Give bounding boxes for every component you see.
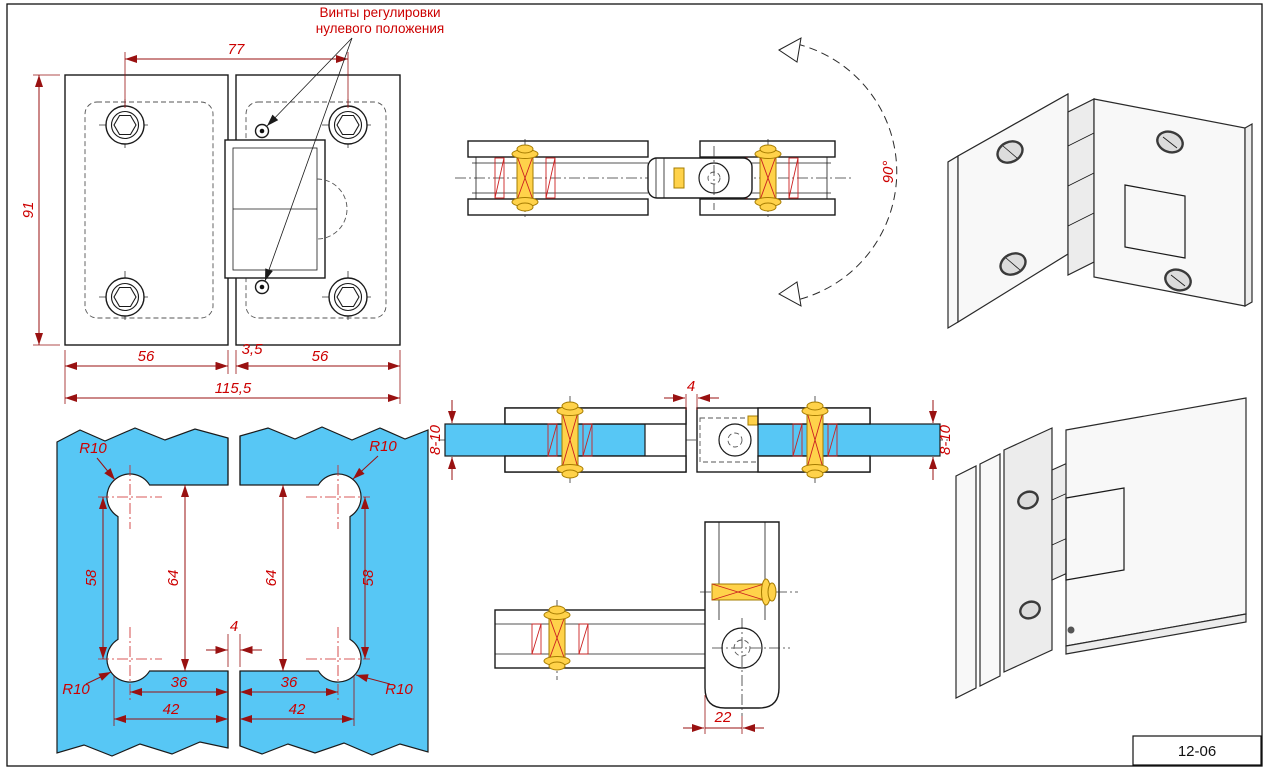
dim-91: 91 — [20, 74, 60, 346]
pivot-hole — [712, 618, 790, 716]
arc-arrow-bottom — [778, 281, 802, 307]
dim-77-text: 77 — [228, 41, 245, 58]
dim-gap4-section: 4 — [664, 378, 719, 410]
svg-text:8-10: 8-10 — [937, 424, 954, 455]
svg-text:4: 4 — [230, 618, 238, 635]
clamp-screw-left — [556, 396, 584, 484]
svg-text:36: 36 — [281, 674, 298, 691]
gasket-pads-left — [494, 157, 556, 199]
clamp-screw — [543, 600, 571, 680]
svg-text:58: 58 — [83, 569, 100, 586]
plan-view — [455, 139, 852, 217]
dim-115-5-text: 115,5 — [215, 380, 252, 397]
svg-text:42: 42 — [289, 701, 306, 718]
svg-text:R10: R10 — [385, 681, 413, 698]
annotation-callout: Винты регулировки нулевого положения — [264, 5, 444, 282]
dim-36-left: 36 — [130, 674, 228, 696]
title-block: 12-06 — [1132, 735, 1262, 766]
dim-77: 77 — [124, 41, 349, 108]
dim-56-right-text: 56 — [312, 348, 329, 365]
dim-42-left: 42 — [113, 676, 228, 726]
adjustment-screw-bottom — [254, 279, 270, 295]
svg-text:58: 58 — [360, 569, 377, 586]
pin-dot — [1067, 626, 1075, 634]
title-box — [1132, 735, 1262, 766]
dim-90deg-text: 90° — [880, 161, 897, 184]
iso-view-top — [947, 92, 1253, 330]
cutout-contour-right — [239, 436, 362, 746]
svg-text:R10: R10 — [79, 440, 107, 457]
dim-glass-right: 8-10 — [929, 400, 954, 480]
dim-glass-left: 8-10 — [427, 400, 456, 480]
gasket-pads — [531, 623, 589, 655]
svg-text:R10: R10 — [369, 438, 397, 455]
svg-text:8-10: 8-10 — [427, 424, 444, 455]
clamp-screw-right — [754, 139, 782, 217]
section-view: 8-10 8-10 4 — [427, 378, 954, 484]
glass-section-right — [757, 423, 941, 457]
front-view: 77 91 56 3,5 56 115,5 Винты регулировки … — [20, 5, 444, 404]
dim-bottom-row: 56 3,5 56 115,5 — [64, 341, 401, 404]
dim-r10-top-right: R10 — [352, 438, 397, 480]
dim-58-right: 58 — [360, 497, 377, 659]
iso-view-bottom — [955, 397, 1247, 699]
svg-text:4: 4 — [687, 378, 695, 395]
dim-91-text: 91 — [20, 202, 37, 219]
glass-template-view: R10 R10 R10 R10 58 64 64 58 — [56, 426, 429, 757]
arc-arrow-top — [778, 37, 802, 63]
hinge-body-profile — [704, 521, 780, 709]
glass-section-left — [444, 423, 646, 457]
side-view: 22 — [494, 521, 798, 734]
dim-42-right: 42 — [240, 676, 355, 726]
mounting-screws — [99, 99, 374, 323]
adjustment-screw-top — [254, 123, 270, 139]
dim-58-left: 58 — [83, 497, 107, 659]
dim-r10-bottom-right: R10 — [355, 674, 413, 698]
clamp-screw-right — [801, 396, 829, 484]
svg-text:22: 22 — [714, 709, 732, 726]
dim-3-5-text: 3,5 — [242, 341, 264, 358]
dim-56-left-text: 56 — [138, 348, 155, 365]
dim-64-left: 64 — [165, 485, 189, 671]
svg-text:42: 42 — [163, 701, 180, 718]
dim-64-right: 64 — [263, 485, 287, 671]
svg-text:36: 36 — [171, 674, 188, 691]
dim-r10-top-left: R10 — [79, 440, 116, 481]
clamp-screw-left — [511, 139, 539, 217]
svg-text:R10: R10 — [62, 681, 90, 698]
svg-text:64: 64 — [263, 570, 280, 587]
sheet-code: 12-06 — [1178, 743, 1216, 760]
dim-22: 22 — [683, 695, 764, 734]
annotation-line1: Винты регулировки — [319, 5, 440, 20]
dim-gap4-template: 4 — [206, 618, 262, 667]
hinge-knuckle — [647, 146, 753, 210]
cutout-contour-left — [106, 438, 229, 748]
svg-text:64: 64 — [165, 570, 182, 587]
gasket-pads-right — [792, 423, 838, 457]
gasket-pads-left — [547, 423, 593, 457]
dim-r10-bottom-left: R10 — [62, 671, 112, 698]
annotation-line2: нулевого положения — [316, 21, 444, 36]
dim-36-right: 36 — [240, 674, 338, 696]
set-screw-horizontal — [700, 578, 798, 606]
hinge-mechanism — [224, 139, 348, 279]
opening-angle: 90° — [778, 37, 898, 307]
